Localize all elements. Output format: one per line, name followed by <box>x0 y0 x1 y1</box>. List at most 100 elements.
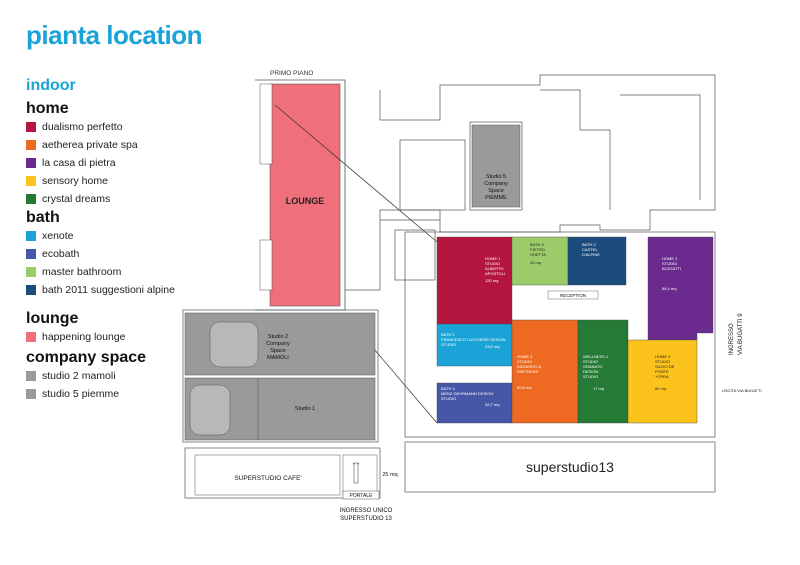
wellness-l2: STUDIO <box>583 359 598 364</box>
room-bath3[interactable] <box>511 236 569 286</box>
ingresso-via-l1: INGRESSO <box>729 323 735 355</box>
bath3-l2: PIETRO <box>530 247 545 252</box>
home4-l1: HOME 4 <box>655 354 671 359</box>
room-home3[interactable] <box>511 319 579 424</box>
upper-building-outline <box>345 74 716 291</box>
swatch <box>26 249 36 259</box>
legend-label: aetherea private spa <box>42 139 138 151</box>
home3-l1: HOME 3 <box>517 354 533 359</box>
home1-l2: STUDIO <box>485 261 500 266</box>
swatch <box>26 140 36 150</box>
legend-label: ecobath <box>42 248 80 260</box>
lounge-area[interactable] <box>269 83 341 307</box>
swatch <box>26 122 36 132</box>
home4-l3: SILVIO DE <box>655 364 675 369</box>
studio2-l3: Space <box>270 348 286 354</box>
mq25-label: 25 mq <box>382 472 397 478</box>
bath4-mq: 42,7 mq <box>485 402 499 407</box>
legend-label: studio 5 piemme <box>42 388 120 400</box>
studios-block: Studio 2 Company Space MAMOLI Studio 1 <box>182 309 379 443</box>
swatch <box>26 332 36 342</box>
room-home2[interactable] <box>647 236 714 341</box>
bath1-l2: FRANCESCO LUCCHESE DESIGN <box>441 337 506 342</box>
room-bath1[interactable] <box>436 323 513 367</box>
home2-l2: STUDIO <box>662 261 677 266</box>
swatch <box>26 176 36 186</box>
reception-area[interactable] <box>547 290 599 300</box>
legend: indoor home dualismo perfetto aetherea p… <box>26 76 216 403</box>
studio5-area[interactable] <box>471 124 521 208</box>
home4-l4: PONTE <box>655 369 669 374</box>
legend-label: master bathroom <box>42 266 122 278</box>
room-home4[interactable] <box>627 339 698 424</box>
bath2-l3: D'ALPINE <box>582 252 600 257</box>
legend-group-home-heading: home <box>26 100 69 117</box>
legend-item-studio5: studio 5 piemme <box>26 385 216 403</box>
superstudio13-block: superstudio13 <box>404 441 716 493</box>
legend-label: xenote <box>42 230 74 242</box>
home4-mq: 80 mq <box>655 386 666 391</box>
studio5-l3: Space <box>488 188 504 194</box>
swatch <box>26 231 36 241</box>
uscita-label: USCITA VIA BUGATTI <box>722 388 762 393</box>
primo-piano-label: PRIMO PIANO <box>270 70 313 77</box>
bath4-l1: BATH 4 <box>441 386 455 391</box>
legend-indoor-heading: indoor <box>26 77 76 94</box>
room-wellness[interactable] <box>577 319 629 424</box>
legend-label: sensory home <box>42 175 108 187</box>
home2-l3: BOZZATTI <box>662 266 681 271</box>
studio2-l4: MAMOLI <box>267 355 289 361</box>
ingresso-unico-l1: INGRESSO UNICO <box>340 508 393 514</box>
home1-l1: HOME 1 <box>485 256 501 261</box>
legend-label: bath 2011 suggestioni alpine <box>42 284 175 296</box>
home1-l3: ALBERTO <box>485 266 504 271</box>
bath2-l1: BATH 2 <box>582 242 596 247</box>
home3-l4: PARTNERS <box>517 369 539 374</box>
studio5-l2: Company <box>484 181 508 187</box>
page-title: pianta location <box>26 20 202 50</box>
legend-item-dualismo: dualismo perfetto <box>26 118 216 136</box>
legend-item-bath2011: bath 2011 suggestioni alpine <box>26 281 216 299</box>
ingresso-via-l2: VIA BUGATTI 9 <box>738 313 744 355</box>
legend-item-ecobath: ecobath <box>26 245 216 263</box>
bath3-l3: GHETTA <box>530 252 546 257</box>
room-home1[interactable] <box>436 236 513 325</box>
wellness-l4: DESIGN <box>583 369 598 374</box>
legend-item-crystal: crystal dreams <box>26 190 216 208</box>
home3-l2: STUDIO <box>517 359 532 364</box>
entrance-arrow-icon <box>353 462 359 484</box>
legend-item-studio2: studio 2 mamoli <box>26 367 216 385</box>
bath4-l2: MENZ GEHRMANN DESIGN <box>441 391 493 396</box>
cafe-block: SUPERSTUDIO CAFE' 25 mq PORTALE <box>184 447 398 500</box>
swatch <box>26 285 36 295</box>
studio1-label: Studio 1 <box>295 406 315 412</box>
home3-mq: 60,5 mq <box>517 385 531 390</box>
legend-label: studio 2 mamoli <box>42 370 116 382</box>
room-bath2[interactable] <box>567 236 627 286</box>
legend-group-bath-heading: bath <box>26 209 60 226</box>
ingresso-unico-l2: SUPERSTUDIO 13 <box>340 516 392 522</box>
wellness-l1: WELLNESS 1 <box>583 354 609 359</box>
studio5-l4: PIEMME <box>485 195 507 201</box>
bath3-mq: 40 mq <box>530 260 541 265</box>
legend-group-lounge-heading: lounge <box>26 310 79 327</box>
swatch <box>26 389 36 399</box>
home2-l1: HOME 2 <box>662 256 678 261</box>
home4-l2: STUDIO <box>655 359 670 364</box>
bath2-l2: CASTEL <box>582 247 598 252</box>
room-bath4[interactable] <box>436 382 513 424</box>
studio5-l1: Studio 5 <box>486 174 506 180</box>
legend-item-sensory: sensory home <box>26 172 216 190</box>
lounge-label: LOUNGE <box>286 196 325 206</box>
bath1-l1: BATH 1 <box>441 332 455 337</box>
swatch <box>26 371 36 381</box>
wellness-mq: 17 mq <box>593 386 604 391</box>
wellness-l3: GRANATO <box>583 364 602 369</box>
legend-label: dualismo perfetto <box>42 121 123 133</box>
studio2-l2: Company <box>266 341 290 347</box>
portale-label: PORTALE <box>350 493 374 499</box>
bath3-l1: BATH 3 <box>530 242 544 247</box>
swatch <box>26 194 36 204</box>
legend-group-company-heading: company space <box>26 349 147 366</box>
